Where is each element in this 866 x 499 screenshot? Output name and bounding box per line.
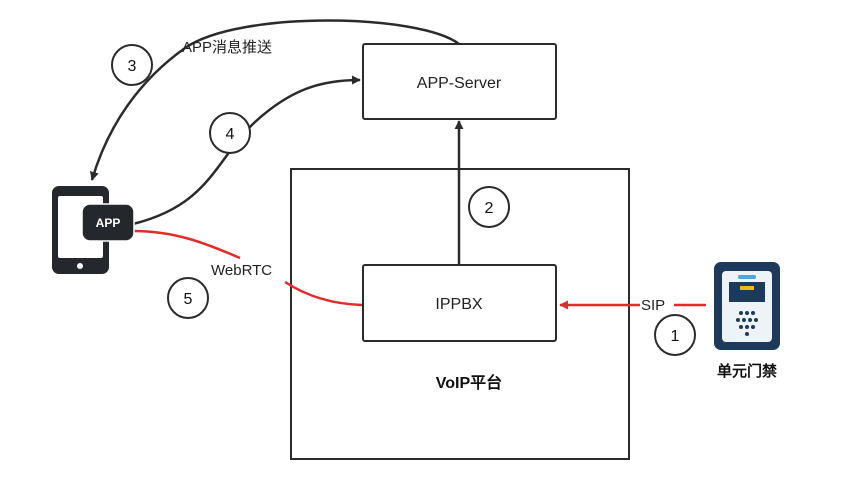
- step-5-circle: [167, 277, 209, 319]
- door-unit-indicator: [738, 275, 756, 279]
- door-unit-display-accent: [740, 286, 754, 290]
- voip-platform-label: VoIP平台: [436, 373, 502, 392]
- sip-label-bg: [640, 294, 674, 314]
- step-3-circle: [111, 44, 153, 86]
- phone-app-label: APP: [96, 216, 121, 230]
- door-unit-keypad-icon: [736, 311, 758, 336]
- push-arrow: [89, 19, 460, 181]
- step-4-number: 4: [226, 126, 235, 143]
- sip-label: SIP: [641, 297, 665, 314]
- app-server-box: [362, 43, 557, 120]
- webrtc-label: WebRTC: [211, 262, 272, 279]
- step-4-circle: [209, 112, 251, 154]
- app-to-server-arrow: [132, 75, 361, 226]
- phone-device: APP: [52, 186, 135, 274]
- step-3-number: 3: [128, 58, 137, 75]
- door-unit-label: 单元门禁: [717, 362, 777, 380]
- ippbx-label: IPPBX: [435, 296, 482, 313]
- step-1-circle: [654, 314, 696, 356]
- phone-home-button: [77, 263, 83, 269]
- push-label: APP消息推送: [182, 39, 272, 56]
- door-unit-panel: [722, 271, 772, 342]
- door-unit-device: [714, 262, 780, 350]
- step-5-number: 5: [184, 291, 193, 308]
- phone-app-badge: [81, 203, 135, 242]
- step-2-number: 2: [485, 200, 494, 217]
- step-2-circle: [468, 186, 510, 228]
- door-unit-display: [729, 282, 765, 302]
- step-1-number: 1: [671, 328, 680, 345]
- webrtc-link: [132, 229, 363, 307]
- app-server-label: APP-Server: [417, 75, 502, 92]
